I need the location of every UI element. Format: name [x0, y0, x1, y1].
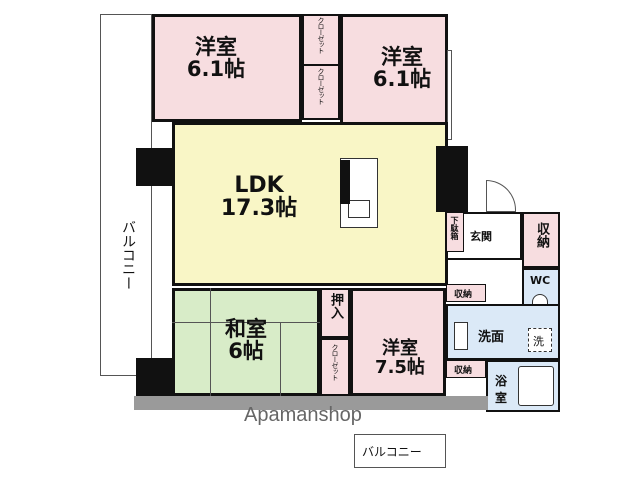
bedroom-s-size: 7.5帖 — [375, 356, 425, 378]
gray-band — [134, 396, 488, 410]
storage-strip-2 — [446, 360, 486, 378]
bedroom-ne-size: 6.1帖 — [372, 67, 432, 92]
yokushitsu-label: 浴室 — [494, 374, 507, 405]
tatami-line-1 — [210, 288, 211, 396]
wc-label: WC — [530, 274, 551, 287]
pillar-east — [436, 146, 468, 212]
balcony-west — [100, 14, 152, 376]
balcony-south — [354, 434, 446, 468]
balcony-west-label: バルコニー — [120, 220, 136, 290]
bedroom-nw-name: 洋室 — [195, 35, 237, 59]
bedroom-s — [350, 288, 446, 396]
storage-genkan-label: 収納 — [534, 222, 549, 248]
bedroom-nw — [152, 14, 302, 122]
oshiire — [320, 288, 350, 338]
washer-label: 洗 — [533, 335, 544, 348]
closet-north-2 — [302, 64, 340, 120]
tatami-line-2 — [172, 322, 320, 323]
sink-icon — [454, 322, 468, 350]
ldk-name: LDK — [234, 173, 284, 198]
watermark: Apamanshop — [244, 404, 362, 426]
closet-north-1 — [302, 14, 340, 66]
washitsu-label: 和室 6帖 — [206, 318, 286, 362]
storage-strip-2-label: 収納 — [454, 366, 473, 376]
washer-box — [528, 328, 552, 352]
balcony-south-label: バルコニー — [362, 445, 422, 459]
senmen-label: 洗面 — [478, 330, 505, 345]
ldk-size: 17.3帖 — [220, 196, 298, 222]
closet-north-2-label: クローゼット — [317, 68, 325, 104]
closet-south-label: クローゼット — [331, 344, 339, 380]
ldk — [172, 122, 448, 286]
washitsu-name: 和室 — [225, 317, 267, 341]
pillar-west-1 — [136, 148, 172, 186]
bedroom-ne-name: 洋室 — [381, 45, 423, 69]
storage-strip-1-label: 収納 — [454, 290, 473, 300]
storage-strip-1 — [446, 284, 486, 302]
bedroom-s-label: 洋室 7.5帖 — [360, 338, 440, 378]
bedroom-nw-size: 6.1帖 — [186, 57, 246, 82]
bedroom-nw-label: 洋室 6.1帖 — [176, 36, 256, 80]
ldk-label: LDK 17.3帖 — [214, 174, 304, 220]
shoe-box — [446, 212, 464, 252]
entrance-door — [486, 180, 516, 212]
pillar-west-2 — [136, 358, 172, 396]
window-ne — [447, 50, 452, 140]
washitsu — [172, 288, 320, 396]
bathtub — [518, 366, 554, 406]
kitchen-sink — [348, 200, 370, 218]
kitchen-wall — [340, 160, 350, 204]
tatami-line-3 — [280, 322, 281, 396]
oshiire-label: 押入 — [328, 293, 343, 319]
bedroom-ne-label: 洋室 6.1帖 — [362, 46, 442, 90]
bedroom-s-name: 洋室 — [382, 338, 418, 359]
washitsu-size: 6帖 — [228, 339, 264, 364]
closet-north-1-label: クローゼット — [317, 17, 325, 53]
genkan-label: 玄関 — [470, 230, 492, 243]
storage-genkan — [522, 212, 560, 268]
closet-south — [320, 338, 350, 396]
shoe-box-label: 下駄箱 — [450, 216, 459, 240]
